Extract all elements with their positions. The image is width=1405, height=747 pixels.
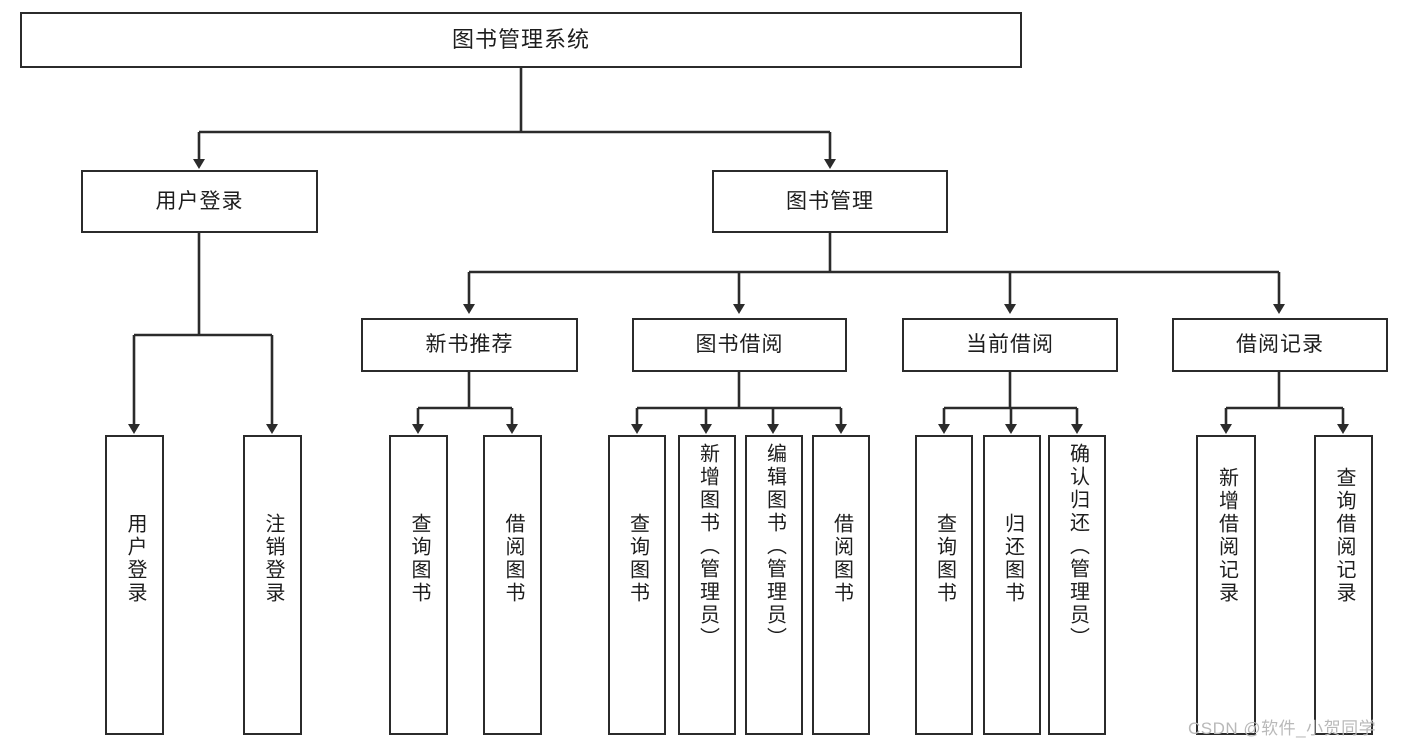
- node-book-borrow[interactable]: 图书借阅: [632, 318, 847, 372]
- node-label: 图书管理: [786, 189, 874, 213]
- node-label: 新书推荐: [425, 333, 514, 357]
- leaf-label: 借阅图书: [502, 513, 524, 605]
- node-user-login[interactable]: 用户登录: [81, 170, 318, 233]
- leaf-label: 新增借阅记录: [1215, 467, 1238, 605]
- node-label: 图书借阅: [695, 333, 784, 357]
- leaf-query-book-recommend[interactable]: 查询图书: [389, 435, 448, 735]
- node-new-book-recommend[interactable]: 新书推荐: [361, 318, 578, 372]
- leaf-label: 编辑图书（管理员）: [763, 443, 786, 650]
- leaf-logout[interactable]: 注销登录: [243, 435, 302, 735]
- leaf-confirm-return-admin[interactable]: 确认归还（管理员）: [1048, 435, 1106, 735]
- leaf-borrow-book-recommend[interactable]: 借阅图书: [483, 435, 542, 735]
- node-label: 当前借阅: [966, 333, 1054, 357]
- leaf-label: 用户登录: [124, 513, 146, 605]
- leaf-add-borrow-record[interactable]: 新增借阅记录: [1196, 435, 1256, 735]
- leaf-borrow-book[interactable]: 借阅图书: [812, 435, 870, 735]
- leaf-label: 查询图书: [933, 513, 956, 605]
- leaf-label: 归还图书: [1001, 513, 1024, 605]
- node-borrow-record[interactable]: 借阅记录: [1172, 318, 1388, 372]
- node-current-borrow[interactable]: 当前借阅: [902, 318, 1118, 372]
- node-label: 用户登录: [155, 189, 244, 213]
- leaf-label: 借阅图书: [830, 513, 853, 605]
- csdn-watermark: CSDN @软件_小贺同学: [1188, 719, 1377, 738]
- leaf-edit-book-admin[interactable]: 编辑图书（管理员）: [745, 435, 803, 735]
- leaf-return-book[interactable]: 归还图书: [983, 435, 1041, 735]
- node-book-management-system[interactable]: 图书管理系统: [20, 12, 1022, 68]
- leaf-label: 查询图书: [408, 513, 430, 605]
- leaf-query-borrow-record[interactable]: 查询借阅记录: [1314, 435, 1373, 735]
- node-label: 图书管理系统: [451, 26, 590, 52]
- node-book-management[interactable]: 图书管理: [712, 170, 948, 233]
- leaf-query-book-borrow[interactable]: 查询图书: [608, 435, 666, 735]
- leaf-add-book-admin[interactable]: 新增图书（管理员）: [678, 435, 736, 735]
- leaf-label: 查询图书: [626, 513, 649, 605]
- leaf-query-book-current[interactable]: 查询图书: [915, 435, 973, 735]
- leaf-label: 查询借阅记录: [1333, 467, 1355, 605]
- node-label: 借阅记录: [1236, 333, 1324, 357]
- leaf-label: 新增图书（管理员）: [696, 443, 719, 650]
- leaf-label: 注销登录: [262, 513, 284, 605]
- leaf-label: 确认归还（管理员）: [1066, 443, 1089, 650]
- leaf-user-login[interactable]: 用户登录: [105, 435, 164, 735]
